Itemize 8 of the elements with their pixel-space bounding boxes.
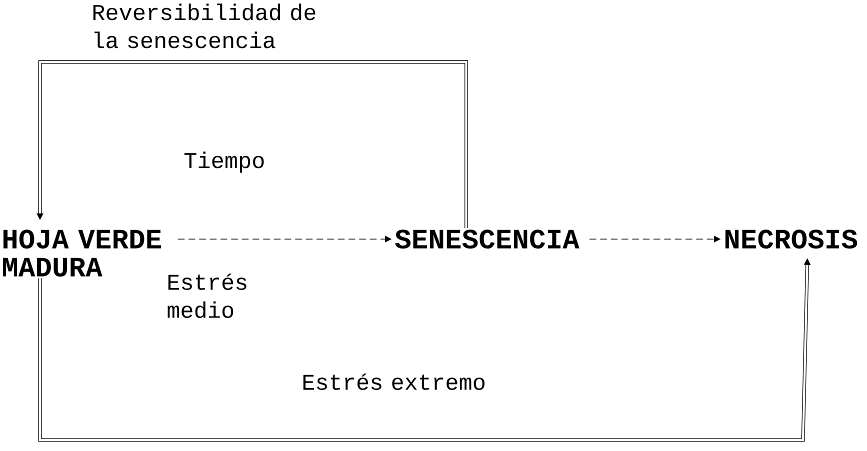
edge-label: Estrés extremo [303,374,484,390]
double-line-arrow [36,60,468,228]
stage-label: NECROSIS [725,230,858,249]
stage-label: HOJA VERDE MADURA [2,230,161,277]
edge-label: Reversibilidad de la senescencia [93,4,316,48]
text-label: Estrés medio [168,274,246,318]
edge-label: Tiempo [184,152,264,173]
stage-label: SENESCENCIA [395,230,580,249]
